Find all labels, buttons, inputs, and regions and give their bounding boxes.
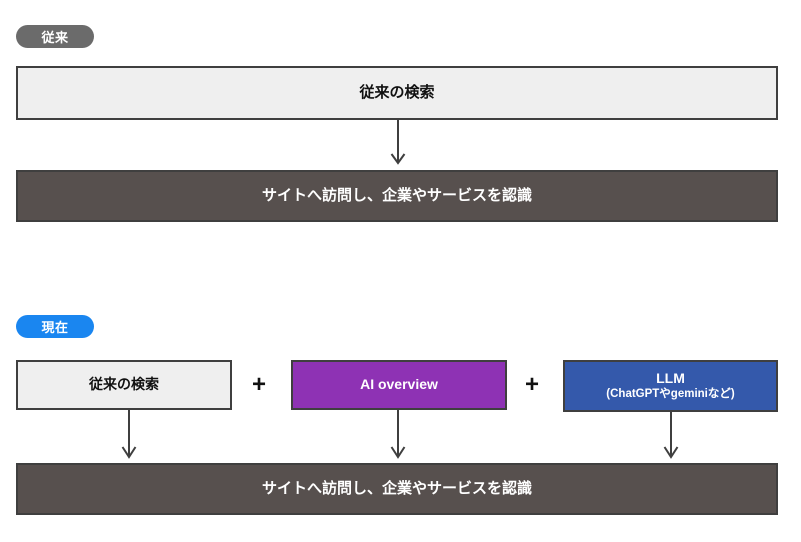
box-current-search: 従来の検索 <box>16 360 232 410</box>
arrow-down-icon-ai-overview <box>390 410 406 464</box>
box-ai-overview: AI overview <box>291 360 507 410</box>
plus-icon-2: + <box>525 371 540 398</box>
section-badge-legacy: 従来 <box>16 25 94 48</box>
bar-current-result-label: サイトへ訪問し、企業やサービスを認識 <box>261 479 532 497</box>
bar-legacy-result: サイトへ訪問し、企業やサービスを認識 <box>16 170 778 222</box>
bar-legacy-result-label: サイトへ訪問し、企業やサービスを認識 <box>261 186 532 204</box>
arrow-down-icon-llm <box>663 412 679 464</box>
box-llm: LLM (ChatGPTやgeminiなど) <box>563 360 778 412</box>
box-current-search-label: 従来の検索 <box>89 376 159 393</box>
plus-icon-1: + <box>252 371 267 398</box>
box-ai-overview-label: AI overview <box>360 376 438 393</box>
box-legacy-search-label: 従来の検索 <box>359 83 435 101</box>
bar-current-result: サイトへ訪問し、企業やサービスを認識 <box>16 463 778 515</box>
arrow-down-icon <box>390 120 406 170</box>
arrow-down-icon-search <box>121 410 137 464</box>
section-badge-current: 現在 <box>16 315 94 338</box>
box-llm-label: LLM <box>656 369 685 386</box>
box-llm-sublabel: (ChatGPTやgeminiなど) <box>606 388 735 401</box>
box-legacy-search: 従来の検索 <box>16 66 778 120</box>
